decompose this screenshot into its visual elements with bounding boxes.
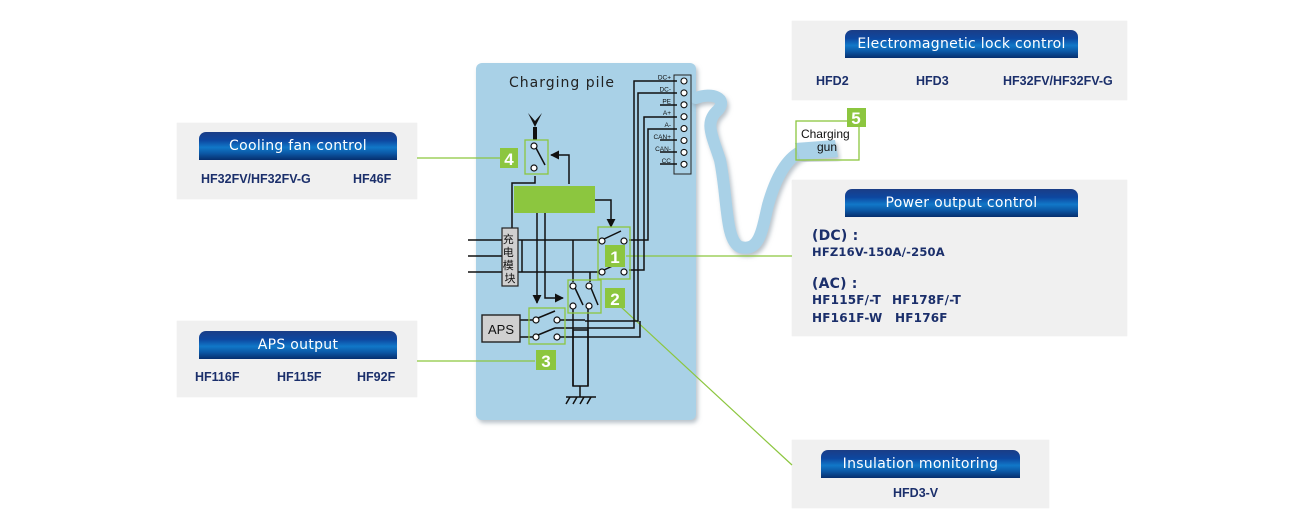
marker-4: 4 <box>500 148 518 169</box>
panel-insulation-monitoring: Insulation monitoring HFD3-V <box>792 440 1049 508</box>
panel-title: Cooling fan control <box>199 132 397 160</box>
dc-label: (DC) : <box>812 228 859 244</box>
charging-gun-box <box>795 120 860 161</box>
dc-model-label: HFZ16V-150A/-250A <box>812 245 945 259</box>
terminal-dc-minusplus: DC+ <box>658 75 688 85</box>
ac-label: (AC) : <box>812 276 858 292</box>
ac-model-label: HF115F/-T <box>812 293 882 307</box>
panel-title: Electromagnetic lock control <box>845 30 1078 58</box>
terminal-label: A+ <box>663 110 671 117</box>
charging-pile-body <box>476 63 696 420</box>
terminal-label: PE <box>662 98 671 105</box>
model-label: HF116F <box>195 370 240 384</box>
model-label: HF46F <box>353 172 392 186</box>
model-label: HF32FV/HF32FV-G <box>1003 74 1113 88</box>
charging-pile-title: Charging pile <box>509 75 615 91</box>
charging-module-box <box>501 227 519 287</box>
marker-3: 3 <box>536 350 556 371</box>
panel-power-output-control: Power output control (DC) : HFZ16V-150A/… <box>792 180 1127 336</box>
aps-box <box>481 314 521 343</box>
panel-aps-output: APS output HF116F HF115F HF92F <box>177 321 417 397</box>
terminal-can-minus: CAN- <box>655 146 688 156</box>
svg-text:1: 1 <box>610 248 619 267</box>
model-label: HFD2 <box>816 74 849 88</box>
terminal-label: CAN- <box>655 146 671 153</box>
panel-title: APS output <box>199 331 397 359</box>
terminal-can-minusplus: CAN+ <box>653 134 688 145</box>
svg-text:5: 5 <box>851 109 860 128</box>
panel-electromagnetic-lock-control: Electromagnetic lock control HFD2 HFD3 H… <box>792 21 1127 100</box>
svg-text:4: 4 <box>504 150 514 169</box>
model-label: HF32FV/HF32FV-G <box>201 172 311 186</box>
fan-icon <box>528 113 542 140</box>
svg-text:2: 2 <box>610 290 619 309</box>
model-label: HFD3 <box>916 74 949 88</box>
terminal-block: DC+ DC- PE A+ A- CAN+ CAN- CC <box>653 74 692 175</box>
panel-cooling-fan-control: Cooling fan control HF32FV/HF32FV-G HF46… <box>177 123 417 199</box>
marker-1: 1 <box>605 245 625 267</box>
charging-module-label: 充 电 模 块 <box>503 232 518 285</box>
relay-2-insulation <box>567 279 602 314</box>
ac-model-label: HF176F <box>895 311 948 325</box>
charging-cable <box>690 89 806 254</box>
terminal-label: A- <box>665 122 672 129</box>
marker-5: 5 <box>847 108 866 128</box>
controller-block <box>514 186 595 213</box>
terminal-dc-minus: DC- <box>659 86 688 97</box>
charging-gun-label: Charging gun <box>801 127 853 154</box>
ac-model-label: HF178F/-T <box>892 293 962 307</box>
terminal-label: CC <box>662 158 672 165</box>
model-label: HF115F <box>277 370 322 384</box>
aps-label: APS <box>488 322 514 337</box>
terminal-pe: PE <box>662 98 688 109</box>
terminal-label: DC+ <box>658 75 671 82</box>
terminal-label: DC- <box>659 86 671 93</box>
terminal-a-minusplus: A+ <box>663 110 688 121</box>
ac-model-label: HF161F-W <box>812 311 883 325</box>
charging-gun-handle <box>795 140 838 160</box>
terminal-cc: CC <box>662 158 688 168</box>
internal-wiring <box>468 80 677 405</box>
terminal-label: CAN+ <box>653 134 671 141</box>
model-label: HFD3-V <box>893 486 939 500</box>
connector-line-2 <box>619 305 793 466</box>
marker-2: 2 <box>605 288 625 309</box>
panel-title: Power output control <box>845 189 1078 217</box>
relay-3-aps <box>528 307 566 345</box>
panel-title: Insulation monitoring <box>821 450 1020 478</box>
model-label: HF92F <box>357 370 396 384</box>
relay-4-fan <box>524 139 549 175</box>
svg-text:3: 3 <box>541 352 550 371</box>
terminal-a-minus: A- <box>665 122 688 133</box>
